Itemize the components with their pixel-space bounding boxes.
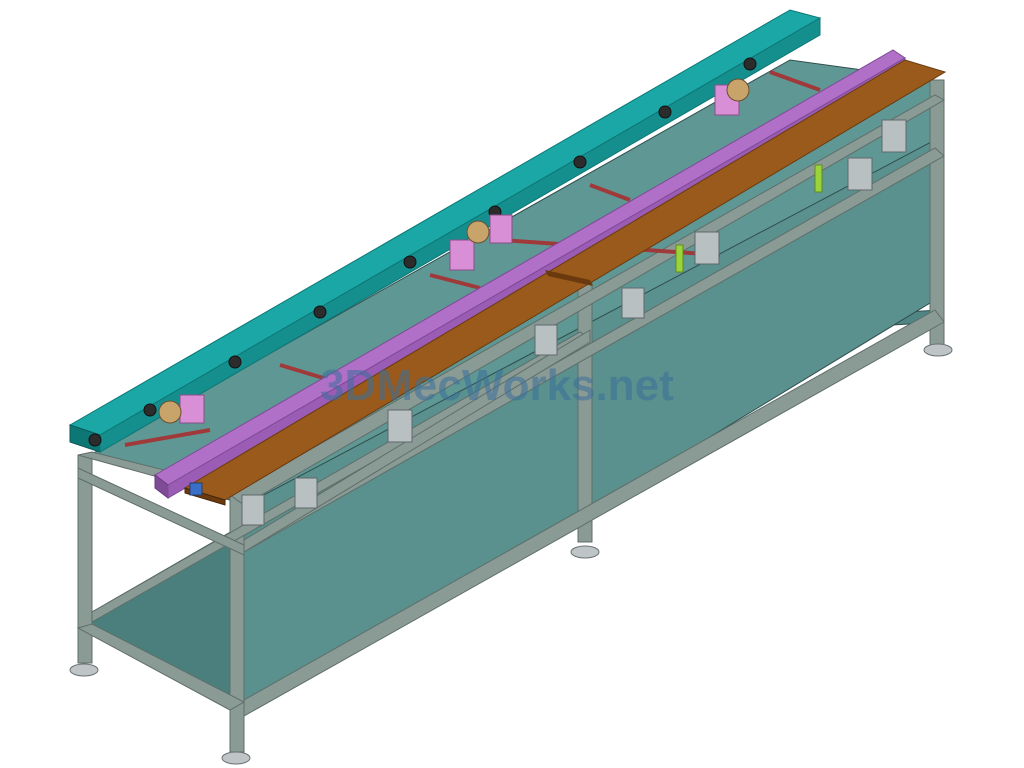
sensor-block	[189, 482, 203, 496]
foot-center	[570, 545, 600, 559]
bearing-block	[621, 287, 645, 319]
shaft	[769, 70, 821, 92]
bearing-block	[534, 324, 558, 356]
bearing-block	[294, 477, 318, 509]
rail-rollers	[88, 57, 757, 447]
bearing-block	[847, 157, 873, 191]
frame-beams	[76, 94, 946, 717]
roller	[313, 305, 327, 319]
leg-center	[577, 281, 593, 543]
bracket	[814, 164, 823, 193]
roller	[658, 105, 672, 119]
bearing-block	[387, 409, 413, 443]
bearing-blocks-gray	[241, 119, 907, 526]
roller	[143, 403, 157, 417]
roller	[228, 355, 242, 369]
bearing-block	[449, 239, 475, 271]
roller	[743, 57, 757, 71]
shaft	[589, 183, 631, 202]
foot-front-mid	[221, 751, 251, 765]
shaft	[429, 273, 481, 290]
sprocket-icon	[158, 400, 182, 424]
roller	[573, 155, 587, 169]
foot-back-right	[923, 343, 953, 357]
watermark-text: 3DMecWorks.net	[320, 361, 674, 410]
leveling-feet	[69, 343, 953, 765]
bearing-block	[179, 394, 205, 424]
bearing-block	[241, 494, 265, 526]
roller	[88, 433, 102, 447]
beam-lower-front	[243, 309, 945, 717]
sprocket-icon	[726, 78, 750, 102]
beam-lower-left	[76, 623, 246, 711]
bearing-block	[489, 214, 513, 244]
shaft	[279, 363, 331, 382]
bearing-block	[694, 231, 720, 265]
beam-top-front	[229, 94, 946, 506]
sprocket-icon	[466, 220, 490, 244]
leg-back-right	[929, 79, 945, 346]
green-brackets	[675, 164, 823, 273]
bracket	[675, 244, 684, 273]
shaft	[124, 428, 211, 447]
sprockets	[158, 78, 750, 424]
belt-joint	[545, 270, 593, 286]
foot-front-left	[69, 663, 99, 677]
roller	[403, 255, 417, 269]
bearing-block	[881, 119, 907, 153]
beam-upper-left	[77, 467, 245, 556]
